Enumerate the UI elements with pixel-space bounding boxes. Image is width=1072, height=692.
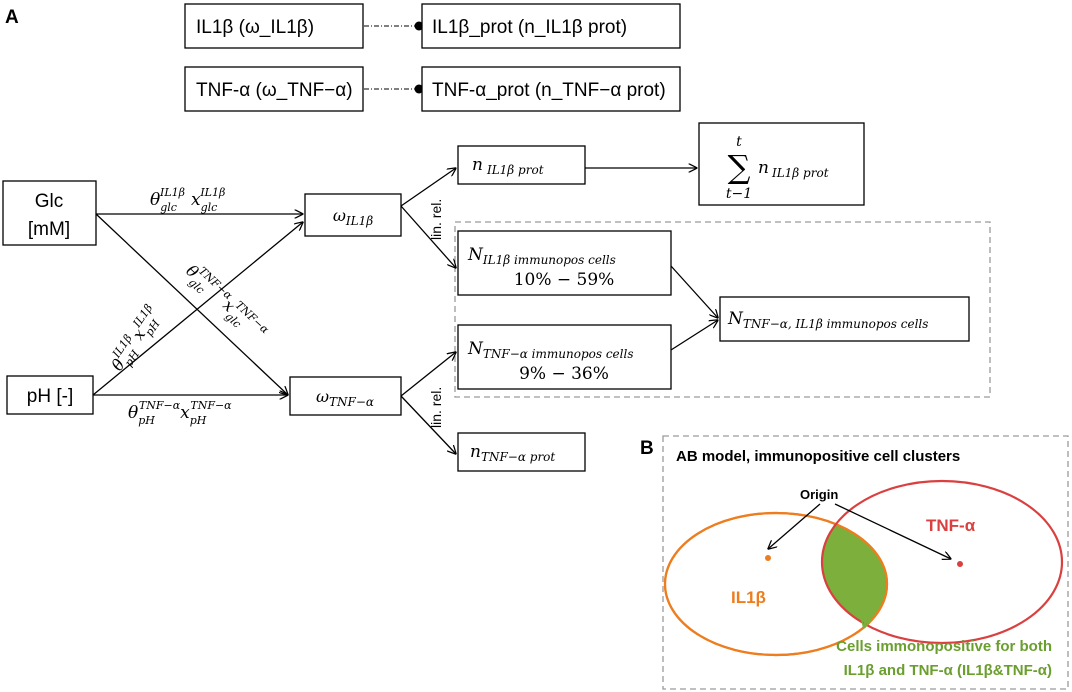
legend-il1b-protein: IL1β_prot (n_IL1β prot) xyxy=(432,17,627,38)
n-il1b-cells-range: 10% − 59% xyxy=(514,270,615,290)
sum-box xyxy=(698,122,865,206)
panel-b-frame xyxy=(662,435,1069,690)
panel-b-title: AB model, immunopositive cell clusters xyxy=(676,448,960,465)
legend-connector-dot xyxy=(414,21,424,31)
tnf-cluster-label: TNF-α xyxy=(926,516,976,535)
glc-unit: [mM] xyxy=(28,219,70,240)
n-il1b-cells-box xyxy=(457,230,672,296)
n-tnf-cells-range: 9% − 36% xyxy=(519,364,609,384)
glc-label: Glc xyxy=(35,191,64,212)
legend-connector-dot xyxy=(414,84,424,94)
lin-rel-label: lin. rel. xyxy=(428,199,444,240)
il1b-origin-dot xyxy=(765,555,771,561)
glc-input-box xyxy=(2,180,97,246)
omega-tnf-box xyxy=(289,376,402,416)
sum-symbol: ∑ xyxy=(728,148,751,186)
tnf-cluster xyxy=(820,479,1064,645)
sum-upper-limit: t xyxy=(736,134,742,150)
overlap-pointer xyxy=(864,585,876,628)
lin-rel-label: lin. rel. xyxy=(428,387,444,428)
ph-label: pH [-] xyxy=(27,386,73,407)
legend-tnf-gene: TNF-α (ω_TNF−α) xyxy=(196,80,353,101)
legend-il1b-gene: IL1β (ω_IL1β) xyxy=(196,17,314,38)
n-both-cells-box xyxy=(719,296,970,342)
panel-a-label: A xyxy=(5,7,19,28)
omega-il1b-box xyxy=(304,193,402,237)
weight-glc-tnf: θglcTNF−αxglcTNF−α xyxy=(179,258,272,347)
overlap-label-line1: Cells immonopositive for both xyxy=(836,638,1052,655)
tnf-origin-dot xyxy=(957,561,963,567)
sum-lower-limit: t−1 xyxy=(726,186,752,202)
weight-ph-il1b: θpHIL1βxpHIL1β xyxy=(104,302,167,377)
n-tnf-cells-box xyxy=(457,324,672,390)
n-il1b-prot-box xyxy=(457,145,586,185)
cell-count-region xyxy=(454,221,991,398)
legend-tnf-protein: TNF-α_prot (n_TNF−α prot) xyxy=(432,80,666,101)
ph-input-box xyxy=(6,375,94,415)
weight-ph-tnf: θpHTNF−αxpHTNF−α xyxy=(128,399,232,427)
origin-label: Origin xyxy=(800,487,838,502)
panel-b-label: B xyxy=(640,438,654,459)
il1b-cluster-outline xyxy=(663,511,889,657)
edges xyxy=(92,168,718,454)
n-tnf-prot-box xyxy=(457,432,586,472)
il1b-cluster-label: IL1β xyxy=(731,588,766,607)
legend: IL1β (ω_IL1β) IL1β_prot (n_IL1β prot) TN… xyxy=(184,3,681,112)
overlap-label-line2: IL1β and TNF-α (IL1β&TNF-α) xyxy=(844,662,1052,679)
